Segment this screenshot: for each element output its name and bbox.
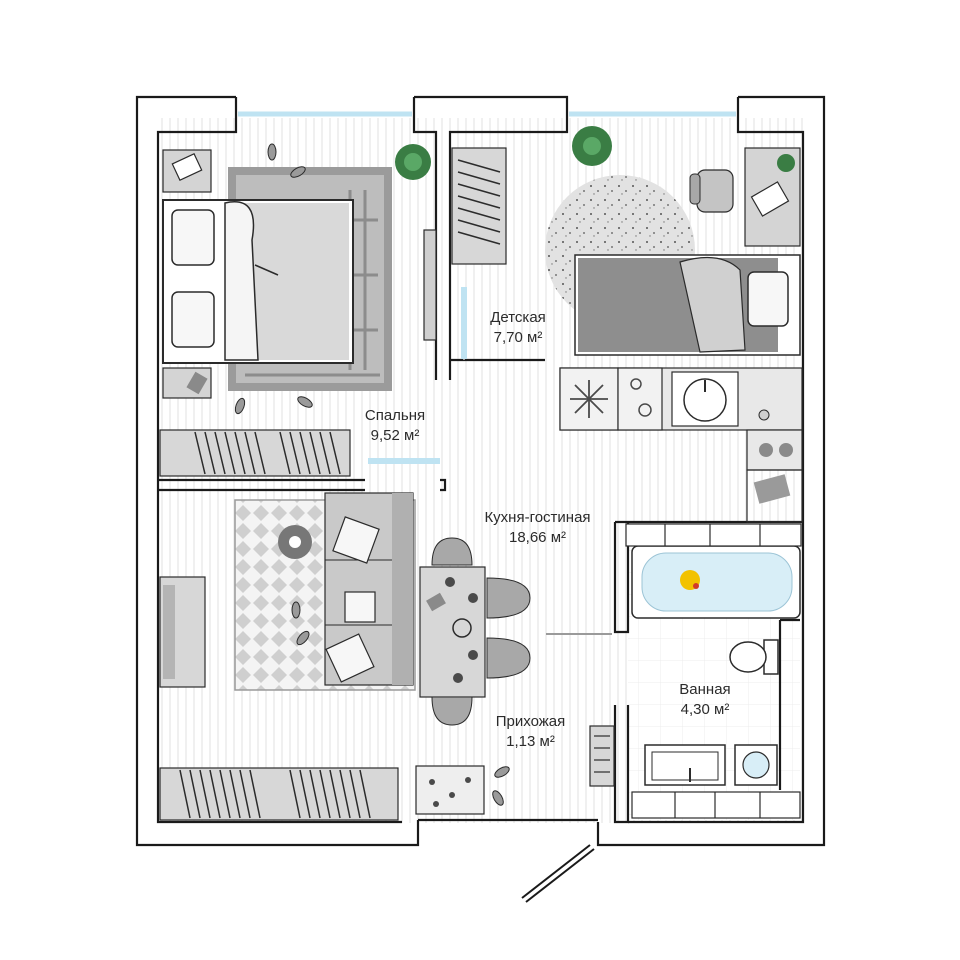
room-area: 9,52 м² (370, 427, 420, 444)
room-name: Ванная (679, 681, 731, 698)
room-label-bathroom: Ванная 4,30 м² (655, 680, 755, 720)
plant-icon (572, 126, 612, 166)
dishwasher (617, 367, 663, 431)
room-label-kids-room: Детская 7,70 м² (468, 308, 568, 348)
door-entrance[interactable] (521, 844, 591, 899)
laptop-icon (171, 152, 203, 182)
pillow (171, 209, 215, 266)
room-name: Прихожая (495, 713, 566, 730)
kids-wardrobe (451, 147, 507, 265)
toilet-icon (729, 639, 779, 675)
room-area: 4,30 м² (680, 701, 730, 718)
laptop-icon (750, 181, 790, 217)
room-name: Кухня-гостиная (484, 509, 591, 526)
room-area: 7,70 м² (493, 329, 543, 346)
room-label-bedroom: Спальня 9,52 м² (345, 406, 445, 446)
pillow (747, 271, 789, 327)
sofa (324, 492, 414, 686)
kids-room-furniture (451, 126, 801, 356)
walls (135, 95, 826, 847)
bedroom-furniture (159, 143, 437, 477)
room-area: 18,66 м² (508, 529, 566, 546)
doors (368, 287, 612, 903)
cushion (332, 516, 380, 564)
cushion (325, 633, 375, 683)
tv (423, 229, 437, 341)
pillow (171, 291, 215, 348)
bathroom-furniture (589, 523, 802, 819)
room-name: Спальня (364, 407, 426, 424)
desk-chair (689, 169, 734, 213)
room-area: 1,13 м² (506, 733, 555, 750)
cushion (344, 591, 376, 623)
room-name: Детская (490, 309, 546, 326)
kitchen-furniture (559, 367, 803, 523)
snowflake-icon (570, 380, 608, 418)
plant-icon (395, 144, 431, 180)
towel-heater (589, 725, 615, 787)
stove-icon (746, 429, 803, 471)
hall-bench (415, 765, 485, 815)
slippers (234, 143, 313, 415)
room-label-hallway: Прихожая 1,13 м² (478, 712, 583, 752)
room-label-kitchen-living: Кухня-гостиная 18,66 м² (460, 508, 615, 548)
dining-table (419, 566, 486, 698)
plant-icon (777, 154, 795, 172)
cutting-board (753, 474, 791, 504)
dining-chair (431, 537, 531, 726)
living-furniture (159, 492, 531, 821)
